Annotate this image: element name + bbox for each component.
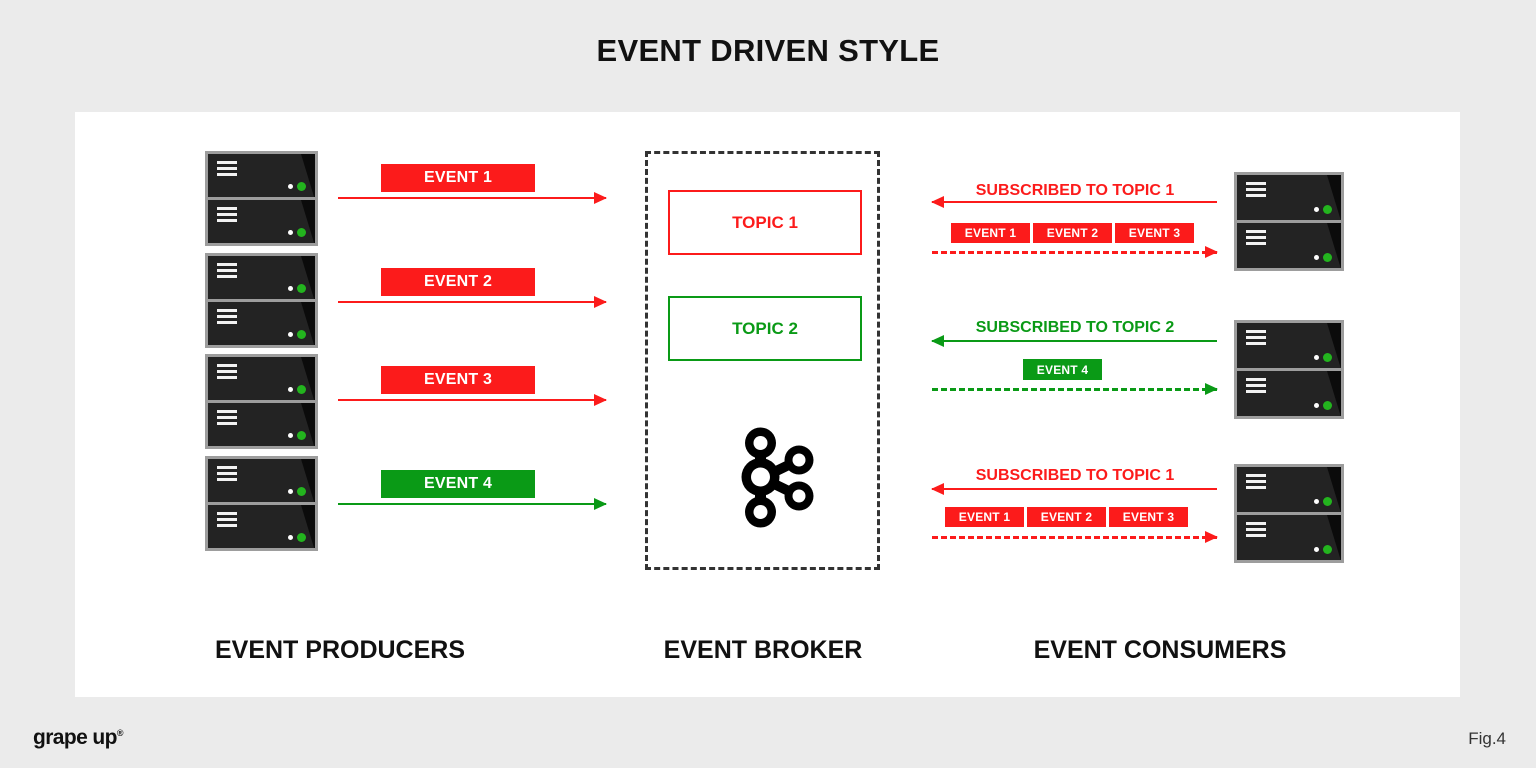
- consumer-event-badge: EVENT 3: [1109, 507, 1188, 527]
- server-vents-icon: [217, 364, 237, 382]
- server-status-leds: [288, 284, 306, 293]
- consumer-rack-1: [1234, 172, 1344, 271]
- producer-rack-4: [205, 456, 318, 551]
- topic-box-1[interactable]: TOPIC 1: [668, 190, 862, 255]
- server-unit: [208, 505, 315, 548]
- server-status-leds: [288, 487, 306, 496]
- server-status-leds: [288, 330, 306, 339]
- server-status-leds: [288, 182, 306, 191]
- consumer-event-badge: EVENT 1: [951, 223, 1030, 243]
- consumer-subscription-label-3: SUBSCRIBED TO TOPIC 1: [975, 467, 1175, 484]
- producer-event-badge-4: EVENT 4: [381, 470, 535, 498]
- brand-registered-mark: ®: [116, 728, 124, 738]
- server-unit: [208, 302, 315, 345]
- producer-event-badge-1: EVENT 1: [381, 164, 535, 192]
- consumer-event-badge: EVENT 2: [1033, 223, 1112, 243]
- producer-arrow-2: [338, 295, 607, 309]
- server-status-leds: [1314, 401, 1332, 410]
- consumer-event-badge: EVENT 2: [1027, 507, 1106, 527]
- server-status-leds: [1314, 497, 1332, 506]
- server-status-leds: [288, 533, 306, 542]
- column-label-broker: EVENT BROKER: [663, 636, 863, 664]
- brand-name: grape up: [33, 726, 117, 749]
- consumer-arrow-subscribe-1: [931, 195, 1217, 209]
- server-vents-icon: [1246, 378, 1266, 396]
- producer-arrow-4: [338, 497, 607, 511]
- producer-arrow-1: [338, 191, 607, 205]
- consumer-event-badge: EVENT 3: [1115, 223, 1194, 243]
- server-status-leds: [1314, 353, 1332, 362]
- consumer-event-badge: EVENT 4: [1023, 359, 1102, 380]
- server-vents-icon: [217, 512, 237, 530]
- consumer-subscription-label-1: SUBSCRIBED TO TOPIC 1: [975, 182, 1175, 199]
- server-vents-icon: [1246, 182, 1266, 200]
- server-unit: [1237, 467, 1341, 512]
- consumer-rack-3: [1234, 464, 1344, 563]
- consumer-subscription-label-2: SUBSCRIBED TO TOPIC 2: [975, 319, 1175, 336]
- server-unit: [1237, 175, 1341, 220]
- server-unit: [208, 403, 315, 446]
- producer-rack-2: [205, 253, 318, 348]
- server-status-leds: [288, 431, 306, 440]
- server-vents-icon: [1246, 230, 1266, 248]
- server-unit: [1237, 371, 1341, 416]
- server-unit: [1237, 223, 1341, 268]
- server-vents-icon: [1246, 474, 1266, 492]
- producer-rack-3: [205, 354, 318, 449]
- server-vents-icon: [217, 410, 237, 428]
- server-unit: [208, 154, 315, 197]
- server-unit: [208, 200, 315, 243]
- consumer-arrow-deliver-1: [932, 245, 1218, 259]
- server-unit: [208, 459, 315, 502]
- server-unit: [208, 256, 315, 299]
- producer-event-badge-3: EVENT 3: [381, 366, 535, 394]
- kafka-logo-icon: [712, 420, 822, 530]
- server-status-leds: [1314, 545, 1332, 554]
- server-vents-icon: [217, 466, 237, 484]
- column-label-consumers: EVENT CONSUMERS: [1033, 636, 1287, 664]
- server-status-leds: [288, 228, 306, 237]
- consumer-arrow-deliver-2: [932, 382, 1218, 396]
- column-label-producers: EVENT PRODUCERS: [214, 636, 466, 664]
- server-status-leds: [1314, 253, 1332, 262]
- server-unit: [208, 357, 315, 400]
- consumer-arrow-subscribe-3: [931, 482, 1217, 496]
- producer-arrow-3: [338, 393, 607, 407]
- consumer-arrow-deliver-3: [932, 530, 1218, 544]
- server-vents-icon: [217, 161, 237, 179]
- server-unit: [1237, 515, 1341, 560]
- server-vents-icon: [1246, 522, 1266, 540]
- consumer-event-badge: EVENT 1: [945, 507, 1024, 527]
- server-vents-icon: [217, 207, 237, 225]
- server-status-leds: [1314, 205, 1332, 214]
- server-unit: [1237, 323, 1341, 368]
- page-title: EVENT DRIVEN STYLE: [596, 33, 940, 68]
- server-vents-icon: [217, 309, 237, 327]
- consumer-rack-2: [1234, 320, 1344, 419]
- brand-logo: grape up®: [33, 726, 124, 750]
- server-status-leds: [288, 385, 306, 394]
- topic-box-2[interactable]: TOPIC 2: [668, 296, 862, 361]
- server-vents-icon: [217, 263, 237, 281]
- figure-number: Fig.4: [1468, 729, 1506, 748]
- producer-rack-1: [205, 151, 318, 246]
- producer-event-badge-2: EVENT 2: [381, 268, 535, 296]
- server-vents-icon: [1246, 330, 1266, 348]
- consumer-arrow-subscribe-2: [931, 334, 1217, 348]
